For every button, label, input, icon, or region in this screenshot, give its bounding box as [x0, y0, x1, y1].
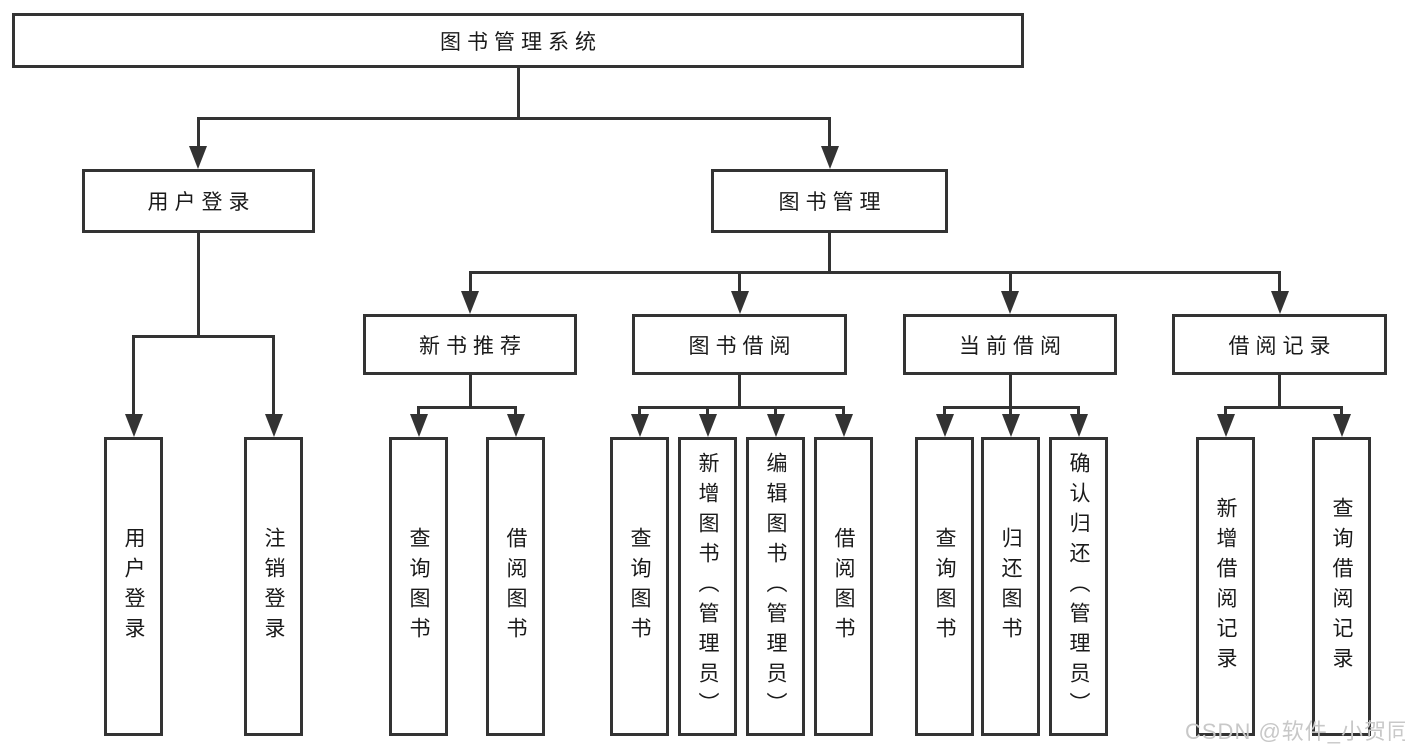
edge-drop-leaf	[774, 405, 777, 417]
leaf-borrow-books-1: 借阅图书	[486, 437, 545, 736]
arrow-down-icon	[1216, 414, 1235, 437]
watermark: CSDN @软件_小贺同学	[1185, 719, 1405, 744]
edge-borrow-records-bar	[1224, 405, 1343, 409]
edge-new-book-stem	[468, 375, 472, 409]
edge-drop-leaf	[1077, 405, 1080, 417]
arrow-down-icon	[630, 414, 649, 437]
arrow-down-icon	[1069, 414, 1088, 437]
leaf-query-books-1: 查询图书	[389, 437, 448, 736]
arrow-down-icon	[1332, 414, 1351, 437]
edge-drop-book-management	[828, 116, 831, 149]
node-book-management: 图书管理	[711, 169, 948, 233]
edge-drop-logout-leaf	[272, 334, 275, 416]
edge-book-management-stem	[828, 233, 831, 274]
edge-borrow-records-stem	[1278, 375, 1281, 409]
arrow-down-icon	[506, 414, 525, 437]
arrow-down-icon	[766, 414, 785, 437]
edge-book-management-bar	[468, 270, 1281, 274]
edge-drop-leaf	[638, 405, 641, 417]
leaf-query-books-2: 查询图书	[610, 437, 669, 736]
edge-drop-leaf	[1224, 405, 1227, 417]
leaf-confirm-return-admin: 确认归还（管理员）	[1049, 437, 1108, 736]
leaf-borrow-books-2: 借阅图书	[814, 437, 873, 736]
arrow-down-icon	[409, 414, 428, 437]
node-root: 图书管理系统	[12, 13, 1024, 68]
arrow-down-icon	[461, 291, 479, 314]
arrow-down-icon	[935, 414, 954, 437]
edge-drop-leaf	[943, 405, 946, 417]
leaf-logout: 注销登录	[244, 437, 303, 736]
edge-user-login-bar	[132, 334, 275, 338]
arrow-down-icon	[698, 414, 717, 437]
edge-drop-leaf	[1009, 405, 1012, 417]
leaf-edit-books-admin: 编辑图书（管理员）	[746, 437, 805, 736]
node-borrow-records: 借阅记录	[1172, 314, 1387, 375]
edge-drop-borrow-records	[1278, 270, 1281, 293]
leaf-add-books-admin: 新增图书（管理员）	[678, 437, 737, 736]
edge-user-login-stem	[196, 233, 200, 338]
edge-drop-leaf	[417, 405, 420, 417]
edge-drop-leaf	[842, 405, 845, 417]
arrow-down-icon	[820, 146, 839, 169]
arrow-down-icon	[264, 414, 283, 437]
edge-drop-leaf	[514, 405, 517, 417]
edge-drop-leaf	[706, 405, 709, 417]
arrow-down-icon	[1270, 291, 1289, 314]
leaf-user-login: 用户登录	[104, 437, 163, 736]
arrow-down-icon	[834, 414, 853, 437]
arrow-down-icon	[1001, 291, 1019, 314]
arrow-down-icon	[124, 414, 143, 437]
edge-drop-new-book	[468, 270, 472, 293]
edge-book-borrow-stem	[738, 375, 741, 409]
edge-drop-user-login	[196, 116, 200, 149]
edge-new-book-bar	[417, 405, 517, 409]
edge-current-borrow-stem	[1008, 375, 1012, 409]
leaf-query-books-3: 查询图书	[915, 437, 974, 736]
leaf-return-books: 归还图书	[981, 437, 1040, 736]
edge-drop-book-borrow	[738, 270, 741, 293]
edge-root-stem	[516, 67, 520, 119]
leaf-add-borrow-record: 新增借阅记录	[1196, 437, 1255, 736]
edge-root-bar	[196, 116, 831, 120]
node-current-borrow: 当前借阅	[903, 314, 1117, 375]
arrow-down-icon	[1001, 414, 1020, 437]
edge-drop-leaf	[1340, 405, 1343, 417]
arrow-down-icon	[189, 146, 207, 169]
edge-drop-login-leaf	[132, 334, 135, 416]
arrow-down-icon	[730, 291, 749, 314]
node-new-book-recommend: 新书推荐	[363, 314, 577, 375]
edge-book-borrow-bar	[638, 405, 845, 409]
node-book-borrow: 图书借阅	[632, 314, 847, 375]
leaf-query-borrow-record: 查询借阅记录	[1312, 437, 1371, 736]
edge-drop-current-borrow	[1008, 270, 1012, 293]
node-user-login: 用户登录	[82, 169, 315, 233]
